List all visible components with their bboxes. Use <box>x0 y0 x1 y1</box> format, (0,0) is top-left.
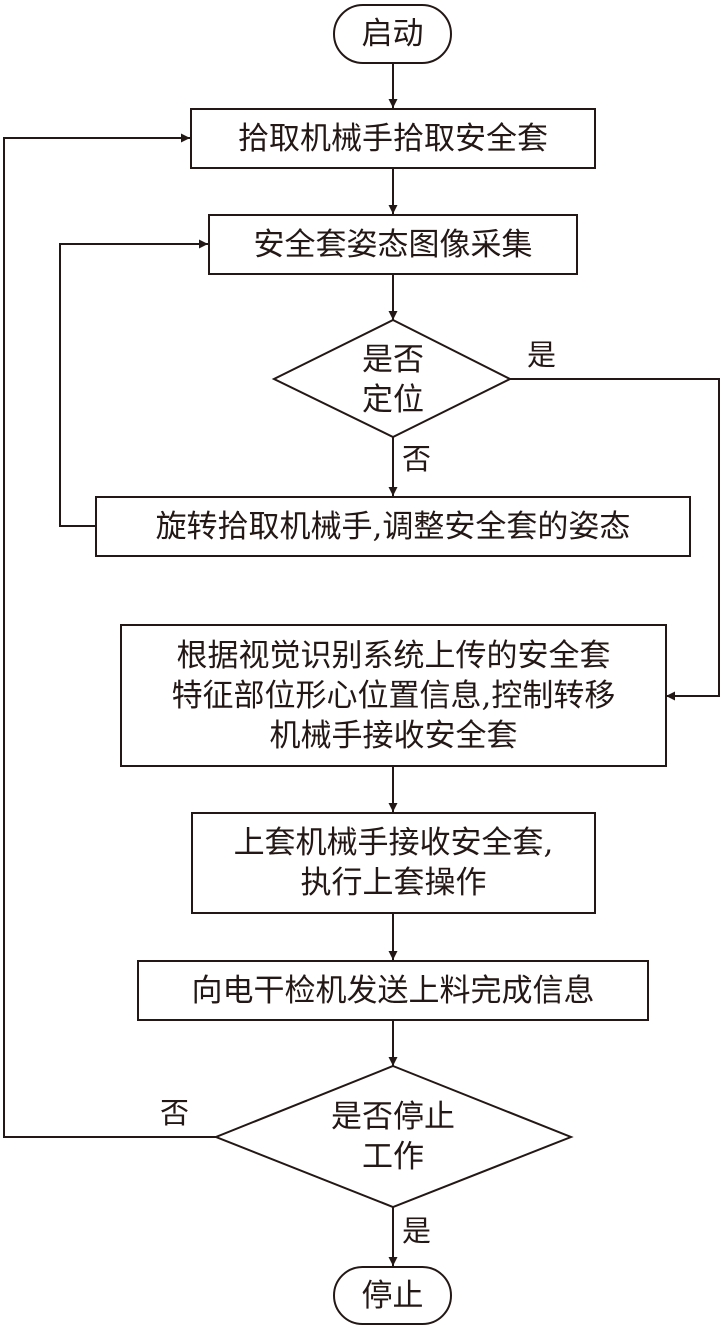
step-capture-box: 安全套姿态图像采集 <box>208 214 578 275</box>
decision-stop-text: 是否停止 工作 <box>293 1097 493 1177</box>
step-transfer-line3: 机械手接收安全套 <box>269 717 518 754</box>
step-pick-box: 拾取机械手拾取安全套 <box>190 108 596 169</box>
step-capture-label: 安全套姿态图像采集 <box>253 226 533 263</box>
step-rotate-box: 旋转拾取机械手,调整安全套的姿态 <box>95 496 691 557</box>
loop-stop-no-to-pick <box>3 133 216 1138</box>
label-located-no: 否 <box>402 442 432 476</box>
start-label: 启动 <box>361 16 424 52</box>
step-transfer-line1: 根据视觉识别系统上传的安全套 <box>176 637 611 674</box>
step-transfer-box: 根据视觉识别系统上传的安全套 特征部位形心位置信息,控制转移 机械手接收安全套 <box>120 624 667 767</box>
decision-stop-line2: 工作 <box>362 1139 424 1175</box>
step-notify-label: 向电干检机发送上料完成信息 <box>191 972 595 1009</box>
arrow-decision-yes-to-transfer <box>510 378 720 701</box>
label-stop-no: 否 <box>160 1096 190 1130</box>
step-mount-line2: 执行上套操作 <box>300 865 487 901</box>
decision-located-text: 是否 定位 <box>333 340 453 420</box>
decision-located-line1: 是否 <box>362 342 424 378</box>
start-terminal: 启动 <box>333 4 452 64</box>
loop-rotate-to-capture <box>59 239 208 527</box>
step-transfer-line2: 特征部位形心位置信息,控制转移 <box>171 677 616 714</box>
step-rotate-label: 旋转拾取机械手,调整安全套的姿态 <box>155 508 631 545</box>
step-notify-box: 向电干检机发送上料完成信息 <box>137 960 649 1021</box>
end-terminal: 停止 <box>333 1266 452 1325</box>
label-located-yes: 是 <box>527 338 557 372</box>
label-stop-yes: 是 <box>402 1214 432 1248</box>
decision-stop-line1: 是否停止 <box>331 1099 455 1135</box>
step-mount-line1: 上套机械手接收安全套, <box>233 825 554 861</box>
step-pick-label: 拾取机械手拾取安全套 <box>238 120 548 157</box>
end-label: 停止 <box>361 1277 424 1314</box>
decision-located-line2: 定位 <box>362 382 424 418</box>
step-mount-box: 上套机械手接收安全套, 执行上套操作 <box>191 812 596 914</box>
